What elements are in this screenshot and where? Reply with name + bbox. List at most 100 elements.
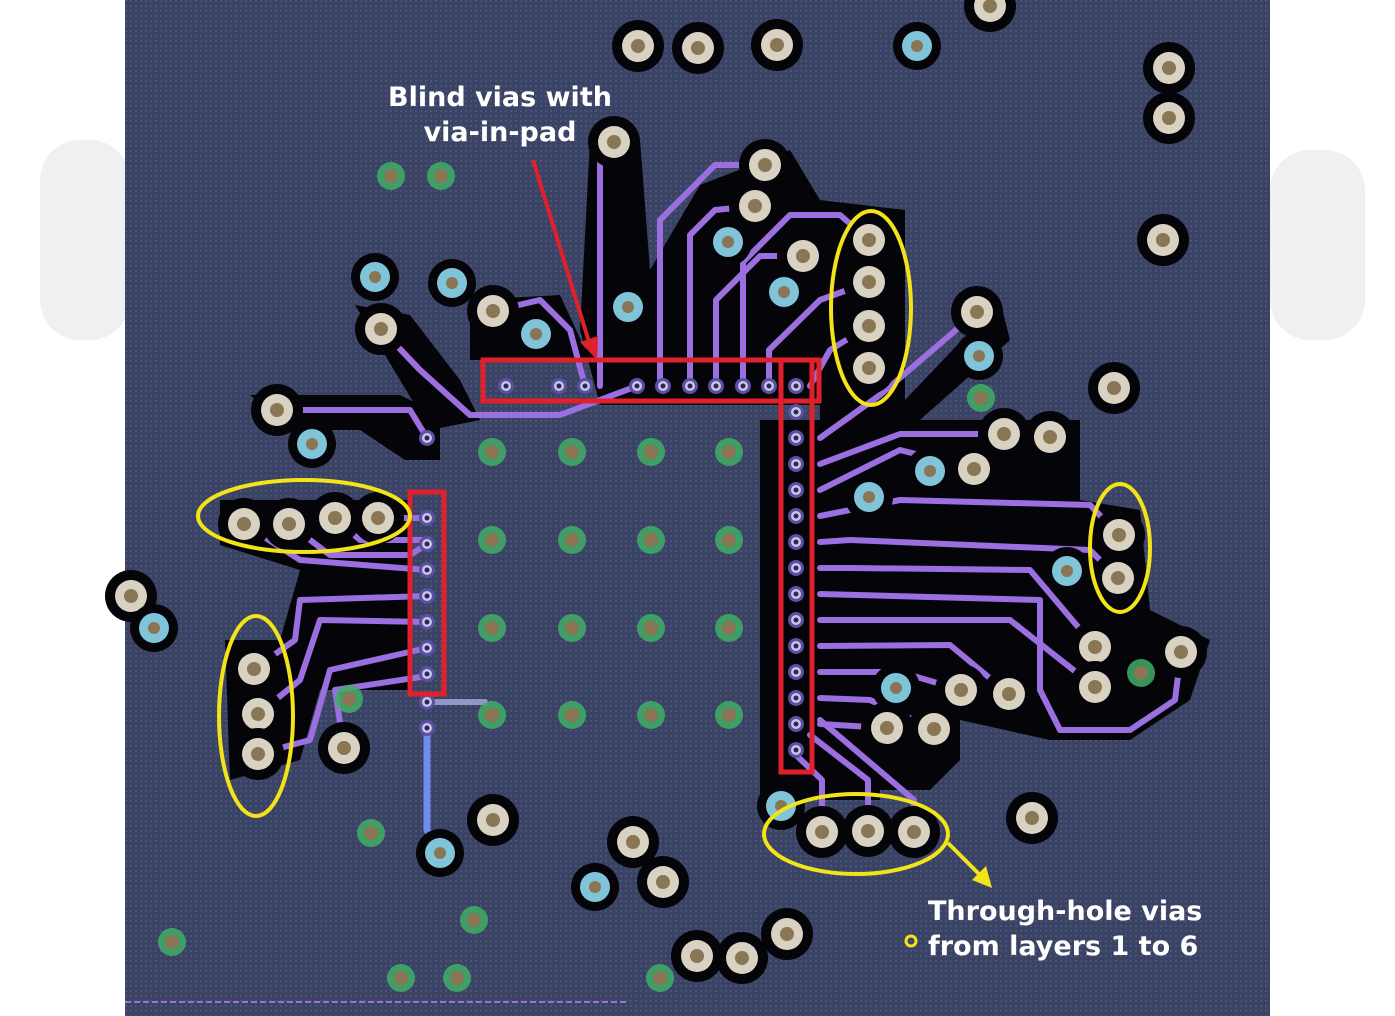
through-hole-drill-34 — [251, 707, 265, 721]
through-hole-drill-21 — [1043, 430, 1057, 444]
watermark — [40, 140, 1365, 340]
through-hole-drill-24 — [282, 517, 296, 531]
blind-vias-arrow — [531, 159, 598, 360]
through-hole-drill-30 — [1088, 640, 1102, 654]
green-via-drill-18 — [722, 533, 736, 547]
through-hole-ellipse-left-row — [196, 478, 412, 554]
green-via-drill-17 — [644, 533, 658, 547]
cyan-via-drill-6 — [778, 286, 790, 298]
through-hole-drill-47 — [907, 825, 921, 839]
through-hole-arrow — [946, 841, 992, 888]
through-hole-drill-44 — [656, 875, 670, 889]
copper-pour-0 — [580, 140, 1210, 800]
blind-via-drill-5 — [687, 383, 693, 389]
blind-via-drill-3 — [634, 383, 640, 389]
trace-8 — [378, 326, 640, 418]
trace-16 — [817, 591, 1184, 733]
blind-via-drill-12 — [793, 461, 799, 467]
green-via-drill-9 — [450, 971, 464, 985]
cyan-via-drill-11 — [1061, 565, 1073, 577]
through-hole-drill-29 — [124, 589, 138, 603]
trace-17 — [817, 617, 1098, 690]
blind-via-drill-16 — [793, 565, 799, 571]
blind-via-drill-25 — [424, 541, 430, 547]
through-hole-label-line1: Through-hole vias — [928, 896, 1202, 927]
through-hole-drill-15 — [486, 304, 500, 318]
green-via-drill-0 — [384, 169, 398, 183]
via-layer — [105, 0, 1207, 992]
through-hole-drill-25 — [328, 511, 342, 525]
blind-via-drill-31 — [424, 435, 430, 441]
legend-via-icon — [904, 934, 918, 948]
blind-via-drill-10 — [793, 409, 799, 415]
blind-via-drill-7 — [740, 383, 746, 389]
cyan-via-drill-1 — [369, 271, 381, 283]
blind-via-drill-18 — [793, 617, 799, 623]
blind-via-drill-9 — [793, 383, 799, 389]
trace-31 — [255, 645, 430, 757]
blind-via-drill-19 — [793, 643, 799, 649]
cyan-via-drill-0 — [911, 40, 923, 52]
through-hole-drill-11 — [862, 233, 876, 247]
through-hole-drill-26 — [371, 511, 385, 525]
trace-11 — [817, 431, 1007, 467]
green-via-drill-5 — [364, 826, 378, 840]
blind-via-drill-24 — [424, 515, 430, 521]
through-hole-drill-13 — [862, 319, 876, 333]
through-hole-drill-46 — [861, 824, 875, 838]
blind-vias-label-line1: Blind vias with — [388, 82, 612, 113]
blind-via-drill-26 — [424, 567, 430, 573]
green-via-drill-22 — [722, 621, 736, 635]
green-via-drill-25 — [644, 708, 658, 722]
blind-via-drill-2 — [582, 383, 588, 389]
cyan-via-drill-4 — [622, 301, 634, 313]
through-hole-drill-48 — [780, 927, 794, 941]
through-hole-drill-50 — [735, 951, 749, 965]
through-hole-drill-43 — [626, 835, 640, 849]
green-via-drill-15 — [485, 533, 499, 547]
blind-via-drill-27 — [424, 593, 430, 599]
cyan-via-drill-9 — [924, 465, 936, 477]
through-hole-drill-7 — [607, 135, 621, 149]
blind-vias-label-line2: via-in-pad — [424, 117, 577, 148]
through-hole-drill-49 — [690, 949, 704, 963]
green-via-drill-20 — [565, 621, 579, 635]
through-hole-drill-20 — [997, 427, 1011, 441]
green-via-drill-6 — [467, 913, 481, 927]
green-via-drill-24 — [565, 708, 579, 722]
through-hole-drill-37 — [1002, 687, 1016, 701]
blind-via-highlights — [407, 357, 822, 775]
green-via-drill-19 — [485, 621, 499, 635]
through-hole-drill-12 — [862, 275, 876, 289]
green-via-drill-1 — [434, 169, 448, 183]
through-hole-drill-45 — [815, 825, 829, 839]
blind-via-box-right — [778, 357, 815, 775]
through-hole-drill-41 — [486, 813, 500, 827]
cyan-via-drill-12 — [148, 622, 160, 634]
blind-via-drill-11 — [793, 435, 799, 441]
green-via-drill-7 — [165, 935, 179, 949]
through-hole-drill-39 — [927, 722, 941, 736]
through-hole-drill-40 — [337, 741, 351, 755]
through-hole-drill-35 — [251, 747, 265, 761]
blind-via-box-top — [480, 357, 822, 404]
green-via-drill-2 — [974, 391, 988, 405]
green-via-drill-21 — [644, 621, 658, 635]
through-hole-label-line2: from layers 1 to 6 — [928, 931, 1198, 962]
through-hole-drill-27 — [1112, 528, 1126, 542]
green-via-drill-13 — [644, 445, 658, 459]
blind-via-drill-8 — [766, 383, 772, 389]
through-hole-drill-23 — [237, 517, 251, 531]
cyan-via-drill-13 — [890, 682, 902, 694]
blind-via-drill-1 — [556, 383, 562, 389]
blind-via-drill-33 — [424, 725, 430, 731]
trace-30 — [255, 617, 430, 717]
through-hole-drill-5 — [1162, 111, 1176, 125]
through-hole-drill-8 — [758, 158, 772, 172]
blind-via-drill-29 — [424, 645, 430, 651]
blind-via-drill-22 — [793, 721, 799, 727]
cyan-via-drill-10 — [863, 491, 875, 503]
cyan-via-drill-7 — [973, 350, 985, 362]
green-via-drill-14 — [722, 445, 736, 459]
